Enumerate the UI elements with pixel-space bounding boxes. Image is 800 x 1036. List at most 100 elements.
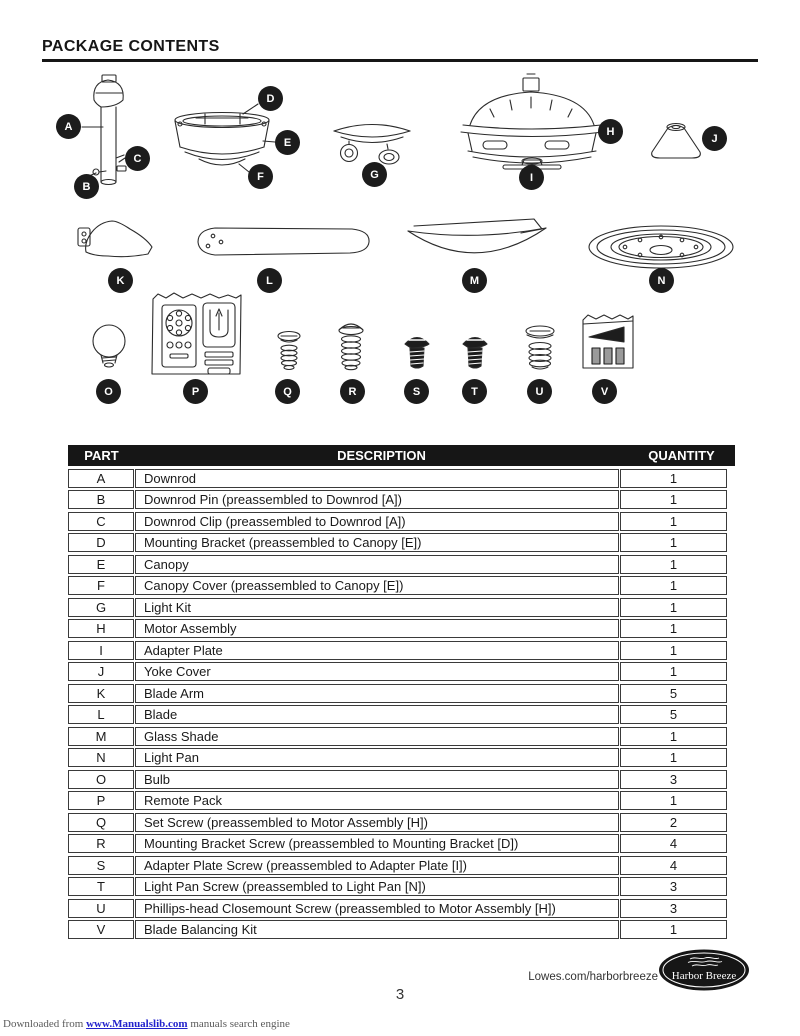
quantity-cell: 1 bbox=[620, 748, 727, 767]
description-cell: Downrod Pin (preassembled to Downrod [A]… bbox=[135, 490, 619, 509]
part-cell: V bbox=[68, 920, 134, 939]
table-row: J Yoke Cover 1 bbox=[68, 662, 735, 681]
page-title: PACKAGE CONTENTS bbox=[42, 38, 220, 55]
part-callout-j: J bbox=[702, 126, 727, 151]
part-cell: N bbox=[68, 748, 134, 767]
downrod-drawing bbox=[81, 74, 127, 186]
watermark-prefix: Downloaded from bbox=[3, 1018, 84, 1030]
remote-pack-drawing bbox=[151, 292, 242, 375]
set-screw-drawing bbox=[277, 330, 301, 371]
part-cell: H bbox=[68, 619, 134, 638]
quantity-cell: 1 bbox=[620, 597, 727, 617]
part-callout-f: F bbox=[248, 164, 273, 189]
quantity-cell: 3 bbox=[620, 898, 727, 918]
part-cell: U bbox=[68, 898, 134, 918]
description-cell: Light Kit bbox=[135, 597, 619, 617]
part-cell: F bbox=[68, 576, 134, 595]
part-callout-o: O bbox=[96, 379, 121, 404]
table-row: L Blade 5 bbox=[68, 705, 735, 724]
part-callout-b: B bbox=[74, 174, 99, 199]
manualslib-link[interactable]: www.Manualslib.com bbox=[86, 1018, 188, 1030]
description-cell: Adapter Plate bbox=[135, 640, 619, 660]
quantity-cell: 1 bbox=[620, 468, 727, 488]
description-cell: Mounting Bracket Screw (preassembled to … bbox=[135, 834, 619, 853]
part-cell: G bbox=[68, 597, 134, 617]
part-callout-s: S bbox=[404, 379, 429, 404]
part-callout-n: N bbox=[649, 268, 674, 293]
description-cell: Mounting Bracket (preassembled to Canopy… bbox=[135, 533, 619, 552]
adapter-plate-screw-drawing bbox=[404, 336, 430, 369]
quantity-cell: 1 bbox=[620, 662, 727, 681]
glass-shade-drawing bbox=[407, 218, 547, 254]
blade-drawing bbox=[197, 227, 370, 256]
part-callout-t: T bbox=[462, 379, 487, 404]
part-cell: Q bbox=[68, 812, 134, 832]
table-row: E Canopy 1 bbox=[68, 554, 735, 574]
logo-text: Harbor Breeze bbox=[672, 970, 737, 982]
table-row: N Light Pan 1 bbox=[68, 748, 735, 767]
part-callout-c: C bbox=[125, 146, 150, 171]
light-kit-drawing bbox=[333, 124, 411, 165]
quantity-cell: 1 bbox=[620, 511, 727, 531]
description-cell: Light Pan bbox=[135, 748, 619, 767]
parts-table: PART DESCRIPTION QUANTITY A Downrod 1 B … bbox=[68, 445, 735, 939]
table-row: R Mounting Bracket Screw (preassembled t… bbox=[68, 834, 735, 853]
part-callout-r: R bbox=[340, 379, 365, 404]
part-cell: O bbox=[68, 769, 134, 789]
part-cell: R bbox=[68, 834, 134, 853]
description-cell: Set Screw (preassembled to Motor Assembl… bbox=[135, 812, 619, 832]
description-cell: Remote Pack bbox=[135, 791, 619, 810]
part-callout-q: Q bbox=[275, 379, 300, 404]
description-cell: Adapter Plate Screw (preassembled to Ada… bbox=[135, 855, 619, 875]
part-cell: D bbox=[68, 533, 134, 552]
part-callout-u: U bbox=[527, 379, 552, 404]
table-row: G Light Kit 1 bbox=[68, 597, 735, 617]
website-url: Lowes.com/harborbreeze bbox=[528, 971, 658, 983]
description-cell: Light Pan Screw (preassembled to Light P… bbox=[135, 877, 619, 896]
table-row: K Blade Arm 5 bbox=[68, 683, 735, 703]
quantity-cell: 1 bbox=[620, 533, 727, 552]
part-callout-p: P bbox=[183, 379, 208, 404]
quantity-cell: 1 bbox=[620, 554, 727, 574]
closemount-screw-drawing bbox=[525, 325, 555, 370]
table-row: V Blade Balancing Kit 1 bbox=[68, 920, 735, 939]
quantity-cell: 3 bbox=[620, 877, 727, 896]
description-cell: Blade Arm bbox=[135, 683, 619, 703]
part-cell: C bbox=[68, 511, 134, 531]
yoke-cover-drawing bbox=[651, 122, 701, 159]
part-callout-k: K bbox=[108, 268, 133, 293]
table-row: U Phillips-head Closemount Screw (preass… bbox=[68, 898, 735, 918]
manualslib-watermark: Downloaded from www.Manualslib.com manua… bbox=[3, 1018, 290, 1030]
table-row: O Bulb 3 bbox=[68, 769, 735, 789]
part-cell: A bbox=[68, 468, 134, 488]
part-callout-l: L bbox=[257, 268, 282, 293]
table-row: D Mounting Bracket (preassembled to Cano… bbox=[68, 533, 735, 552]
part-cell: M bbox=[68, 726, 134, 746]
description-cell: Phillips-head Closemount Screw (preassem… bbox=[135, 898, 619, 918]
part-callout-d: D bbox=[258, 86, 283, 111]
blade-arm-drawing bbox=[77, 220, 153, 258]
quantity-cell: 2 bbox=[620, 812, 727, 832]
parts-diagram: A B C D E F G H I J K L M N O P Q R S T … bbox=[0, 0, 800, 420]
table-row: T Light Pan Screw (preassembled to Light… bbox=[68, 877, 735, 896]
part-callout-m: M bbox=[462, 268, 487, 293]
motor-assembly-drawing bbox=[460, 73, 604, 165]
part-callout-a: A bbox=[56, 114, 81, 139]
part-cell: S bbox=[68, 855, 134, 875]
description-cell: Motor Assembly bbox=[135, 619, 619, 638]
canopy-drawing bbox=[174, 103, 276, 173]
part-callout-g: G bbox=[362, 162, 387, 187]
quantity-cell: 3 bbox=[620, 769, 727, 789]
table-header-row: PART DESCRIPTION QUANTITY bbox=[68, 445, 735, 466]
part-cell: B bbox=[68, 490, 134, 509]
part-cell: L bbox=[68, 705, 134, 724]
part-callout-i: I bbox=[519, 165, 544, 190]
quantity-cell: 1 bbox=[620, 490, 727, 509]
page-number: 3 bbox=[395, 986, 405, 1003]
table-row: M Glass Shade 1 bbox=[68, 726, 735, 746]
part-callout-h: H bbox=[598, 119, 623, 144]
quantity-cell: 1 bbox=[620, 640, 727, 660]
part-cell: J bbox=[68, 662, 134, 681]
description-cell: Bulb bbox=[135, 769, 619, 789]
